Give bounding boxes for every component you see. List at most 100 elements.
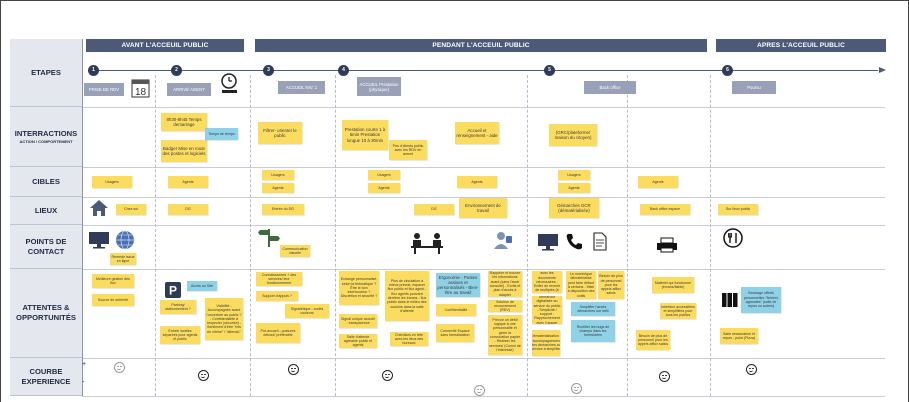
sticky-note: Usagers bbox=[558, 170, 590, 180]
row-label-lieux: LIEUX bbox=[10, 197, 82, 225]
neutral-face-icon bbox=[474, 385, 485, 396]
monitor-icon bbox=[89, 232, 109, 249]
sticky-note-blue: Ergonomie - Postes assises et personnali… bbox=[436, 273, 480, 297]
stage-box: Back office bbox=[584, 81, 636, 94]
sticky-note-blue: Simplifier l'accès démarches sur web bbox=[571, 302, 615, 316]
sticky-note: Usagers bbox=[368, 170, 400, 180]
sticky-note: Matériel qui fonctionne (écrans/fiable) bbox=[652, 277, 694, 293]
row-label-cibles: CIBLES bbox=[10, 167, 82, 197]
sticky-note: Besoin de plus de personnel pour les app… bbox=[598, 271, 624, 299]
sticky-note: Salle restauration et repos - point (Piz… bbox=[720, 328, 758, 344]
column-divider bbox=[527, 75, 528, 396]
svg-text:P: P bbox=[169, 284, 177, 298]
phase-banner-during: PENDANT L'ACCEUIL PUBLIC bbox=[255, 39, 707, 52]
sticky-note: Communication visuelle bbox=[280, 245, 310, 257]
row-label-attentes: ATTENTES &OPPORTUNITÉS bbox=[10, 269, 82, 358]
sticky-note: DG bbox=[168, 204, 208, 215]
clock-icon bbox=[221, 73, 237, 93]
document-icon bbox=[593, 232, 607, 251]
sticky-note: Prestation courte 1 à 5min Prestation lo… bbox=[342, 120, 388, 150]
sticky-note: Solution de recouvrement (RDV) bbox=[488, 300, 522, 312]
sticky-note: Sur lieux public bbox=[718, 204, 758, 215]
row-divider bbox=[82, 167, 885, 168]
sticky-note: Agents bbox=[638, 176, 678, 188]
smile-face-icon bbox=[746, 364, 757, 375]
lockers-icon bbox=[722, 293, 738, 307]
sticky-note: Accueil et renseignement - aide bbox=[455, 122, 499, 144]
globe-icon bbox=[116, 230, 134, 250]
column-divider bbox=[155, 75, 156, 396]
step-marker: 2 bbox=[171, 65, 182, 76]
step-marker: 6 bbox=[722, 65, 733, 76]
sticky-note: Entrée du DG bbox=[262, 204, 304, 215]
support-agent-icon bbox=[494, 232, 512, 249]
row-divider bbox=[82, 107, 885, 108]
stage-box: Poursu bbox=[732, 81, 776, 94]
column-divider bbox=[82, 39, 83, 396]
step-marker: 1 bbox=[88, 65, 99, 76]
sticky-note: (GRC/plateforme/ maison du citoyen) bbox=[549, 124, 597, 146]
printer-icon bbox=[657, 237, 677, 253]
sticky-note: Salle d'attente agréable public et agent… bbox=[339, 334, 377, 348]
calendar-icon: 18 bbox=[131, 79, 150, 98]
stage-box: ACCUEIL NIV. 1 bbox=[278, 81, 325, 94]
sticky-note-blue: Accès au Site bbox=[187, 281, 217, 291]
sticky-note: Chez soi bbox=[116, 204, 146, 215]
sticky-note: Badger Mise en route des postes et logic… bbox=[161, 140, 207, 162]
step-marker: 4 bbox=[338, 65, 349, 76]
sticky-note: Agents bbox=[558, 183, 590, 193]
sticky-note: Agents bbox=[457, 176, 497, 188]
phone-icon bbox=[566, 234, 582, 250]
sticky-note: Parking/ stationnement ? bbox=[160, 300, 196, 314]
smile-face-icon bbox=[198, 370, 209, 381]
sticky-note: Démarches GCR (dématérialisée) bbox=[549, 198, 599, 218]
sticky-note: Meilleure gestion des flux bbox=[92, 274, 134, 288]
step-marker: 5 bbox=[544, 65, 555, 76]
smile-face-icon bbox=[288, 364, 299, 375]
sticky-note: Filtrer- orienter le public bbox=[258, 122, 302, 144]
neutral-face-icon bbox=[571, 383, 582, 394]
sticky-note: Agents bbox=[168, 176, 208, 188]
sticky-note: 8h30-8h45 Temps demarrage bbox=[161, 113, 207, 131]
sticky-note: Prévoir un débit logique à une personnal… bbox=[488, 315, 522, 355]
sticky-note: Démarche digitalisée au service du publi… bbox=[532, 296, 562, 324]
column-divider bbox=[710, 75, 711, 396]
sticky-note: Back office espace bbox=[640, 204, 690, 215]
row-divider bbox=[82, 197, 885, 198]
restaurant-icon bbox=[723, 228, 743, 248]
sticky-note: Entrée /sorties séparées pour agents et … bbox=[160, 326, 200, 344]
stage-box: ARRIVÉ AGENT bbox=[167, 83, 211, 96]
svg-text:18: 18 bbox=[135, 87, 147, 98]
parking-icon: P bbox=[165, 282, 181, 298]
sticky-note: Le numérique dématérialisé peut faire dé… bbox=[566, 271, 596, 299]
sticky-note: Rappeler et trouver les informations ava… bbox=[488, 271, 522, 297]
sticky-note-blue: Stockage offerts personnelles "fichiers … bbox=[741, 287, 781, 313]
sticky-note: Support d'appuis ? bbox=[256, 291, 298, 301]
monitor-icon bbox=[538, 234, 558, 251]
sticky-note: Echange personnalisé, selon la thématiqu… bbox=[339, 271, 379, 305]
plus-sign: + bbox=[82, 361, 87, 368]
sticky-note-blue: Temps de temps bbox=[205, 128, 238, 140]
sticky-note: Besoin de plus de personnel pour les app… bbox=[636, 330, 670, 350]
sticky-note: Agents bbox=[262, 183, 294, 193]
sticky-note: Usagers bbox=[92, 176, 132, 188]
sticky-note: Environnement de travail bbox=[459, 198, 507, 218]
smile-face-icon bbox=[659, 371, 670, 382]
row-label-etapes: ETAPES bbox=[10, 39, 82, 107]
sticky-note: Plus de circulation à mieux prévoir, esp… bbox=[385, 271, 429, 321]
sticky-note: Visibilité - Accompagnée avant l'ouvertu… bbox=[205, 298, 243, 340]
sticky-note: Signal unique accueil - transparence bbox=[339, 314, 377, 328]
row-divider bbox=[82, 225, 885, 226]
sticky-note-blue: Rectifier les bugs de champs dans les fo… bbox=[571, 320, 615, 342]
step-marker: 3 bbox=[263, 65, 274, 76]
neutral-face-icon bbox=[114, 362, 125, 373]
sticky-note: DG bbox=[414, 204, 454, 215]
sticky-note: Pré-accueil - postures debout/ préférabl… bbox=[256, 323, 300, 343]
house-icon bbox=[90, 200, 108, 216]
sticky-note: Suivre le RDV avec les documents nécessa… bbox=[532, 271, 562, 293]
sticky-note: Connexité Espace sans formalisation bbox=[436, 324, 474, 342]
sticky-note: Dématérialisation - l'accompagnement des… bbox=[532, 330, 560, 356]
timeline bbox=[88, 70, 878, 71]
